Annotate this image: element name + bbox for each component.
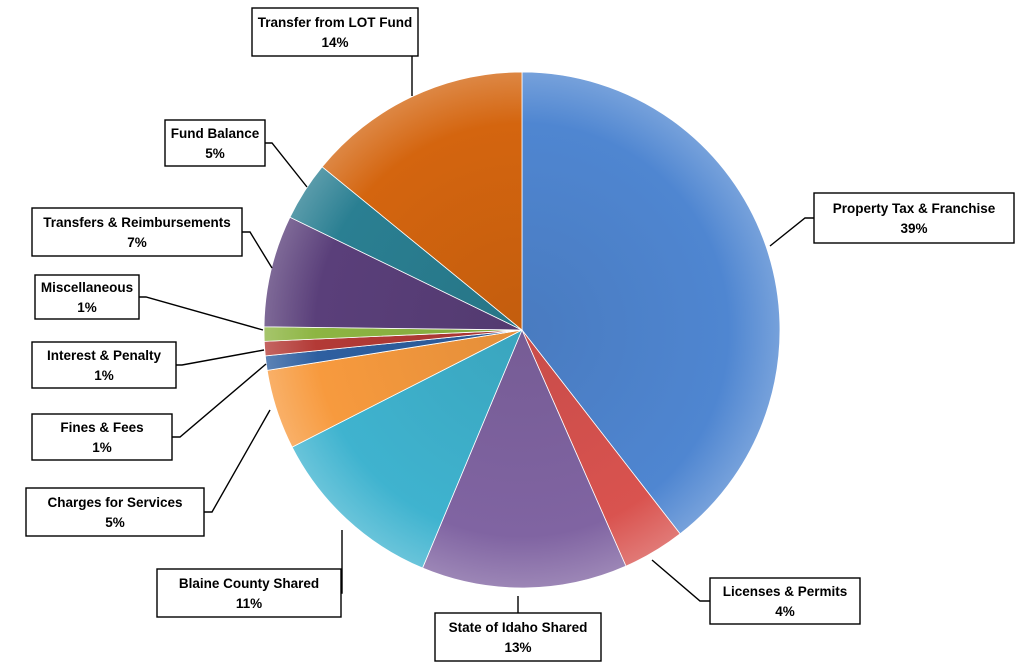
- slice-label-percent: 5%: [205, 146, 225, 161]
- label-interest-and-penalty: Interest & Penalty 1%: [31, 341, 177, 389]
- pie-slice-transfers-and-reimbursements: [263, 216, 523, 331]
- label-transfer-from-lot-fund: Transfer from LOT Fund 14%: [251, 7, 419, 57]
- label-box: [813, 192, 1015, 244]
- slice-label-name: Transfers & Reimbursements: [43, 215, 231, 230]
- slice-label-percent: 1%: [94, 368, 114, 383]
- label-fund-balance: Fund Balance 5%: [164, 119, 266, 167]
- label-charges-for-services: Charges for Services 5%: [25, 487, 205, 537]
- label-box: [34, 274, 140, 320]
- slice-label-percent: 7%: [127, 235, 147, 250]
- slice-label-name: State of Idaho Shared: [449, 620, 588, 635]
- label-box: [25, 487, 205, 537]
- slice-label-name: Fines & Fees: [60, 420, 143, 435]
- label-box: [164, 119, 266, 167]
- leader-line-interest-and-penalty: [176, 349, 265, 366]
- label-box: [156, 568, 342, 618]
- label-box: [434, 612, 602, 662]
- slice-label-name: Blaine County Shared: [179, 576, 319, 591]
- slice-label-percent: 1%: [77, 300, 97, 315]
- slice-label-percent: 4%: [775, 604, 795, 619]
- label-fines-and-fees: Fines & Fees 1%: [31, 413, 173, 461]
- slice-label-percent: 39%: [900, 221, 927, 236]
- slice-labels: Property Tax & Franchise 39% Licenses & Pe…: [25, 7, 1015, 662]
- slice-label-percent: 5%: [105, 515, 125, 530]
- label-licenses-and-permits: Licenses & Permits 4%: [709, 577, 861, 625]
- pie-slices: [263, 71, 781, 589]
- label-property-tax-and-franchise: Property Tax & Franchise 39%: [813, 192, 1015, 244]
- slice-label-name: Miscellaneous: [41, 280, 133, 295]
- leader-line-charges-for-services: [204, 409, 271, 513]
- slice-label-percent: 13%: [504, 640, 531, 655]
- pie-slice-property-tax-and-franchise: [521, 71, 781, 535]
- slice-label-percent: 14%: [321, 35, 348, 50]
- leader-line-fines-and-fees: [172, 363, 267, 438]
- slice-label-name: Charges for Services: [47, 495, 182, 510]
- leader-line-fund-balance: [265, 142, 308, 188]
- leader-lines: [139, 50, 814, 613]
- slice-label-name: Property Tax & Franchise: [833, 201, 996, 216]
- slice-label-name: Licenses & Permits: [723, 584, 848, 599]
- label-state-of-idaho-shared: State of Idaho Shared 13%: [434, 612, 602, 662]
- label-box: [31, 413, 173, 461]
- pie-slice-transfer-from-lot-fund: [321, 71, 523, 331]
- slice-label-percent: 1%: [92, 440, 112, 455]
- pie-slice-state-of-idaho-shared: [421, 328, 627, 589]
- label-box: [709, 577, 861, 625]
- label-box: [31, 207, 243, 257]
- leader-line-licenses-and-permits: [651, 559, 710, 602]
- label-box: [251, 7, 419, 57]
- pie-slice-blaine-county-shared: [291, 329, 523, 569]
- slice-label-percent: 11%: [236, 596, 262, 611]
- label-transfers-and-reimbursements: Transfers & Reimbursements 7%: [31, 207, 243, 257]
- leader-line-miscellaneous: [139, 296, 264, 331]
- slice-label-name: Interest & Penalty: [47, 348, 162, 363]
- label-blaine-county-shared: Blaine County Shared 11%: [156, 568, 342, 618]
- leader-line-property-tax-and-franchise: [769, 217, 814, 247]
- slice-label-name: Transfer from LOT Fund: [258, 15, 413, 30]
- label-box: [31, 341, 177, 389]
- label-miscellaneous: Miscellaneous 1%: [34, 274, 140, 320]
- leader-line-transfers-and-reimbursements: [242, 231, 273, 269]
- slice-label-name: Fund Balance: [171, 126, 260, 141]
